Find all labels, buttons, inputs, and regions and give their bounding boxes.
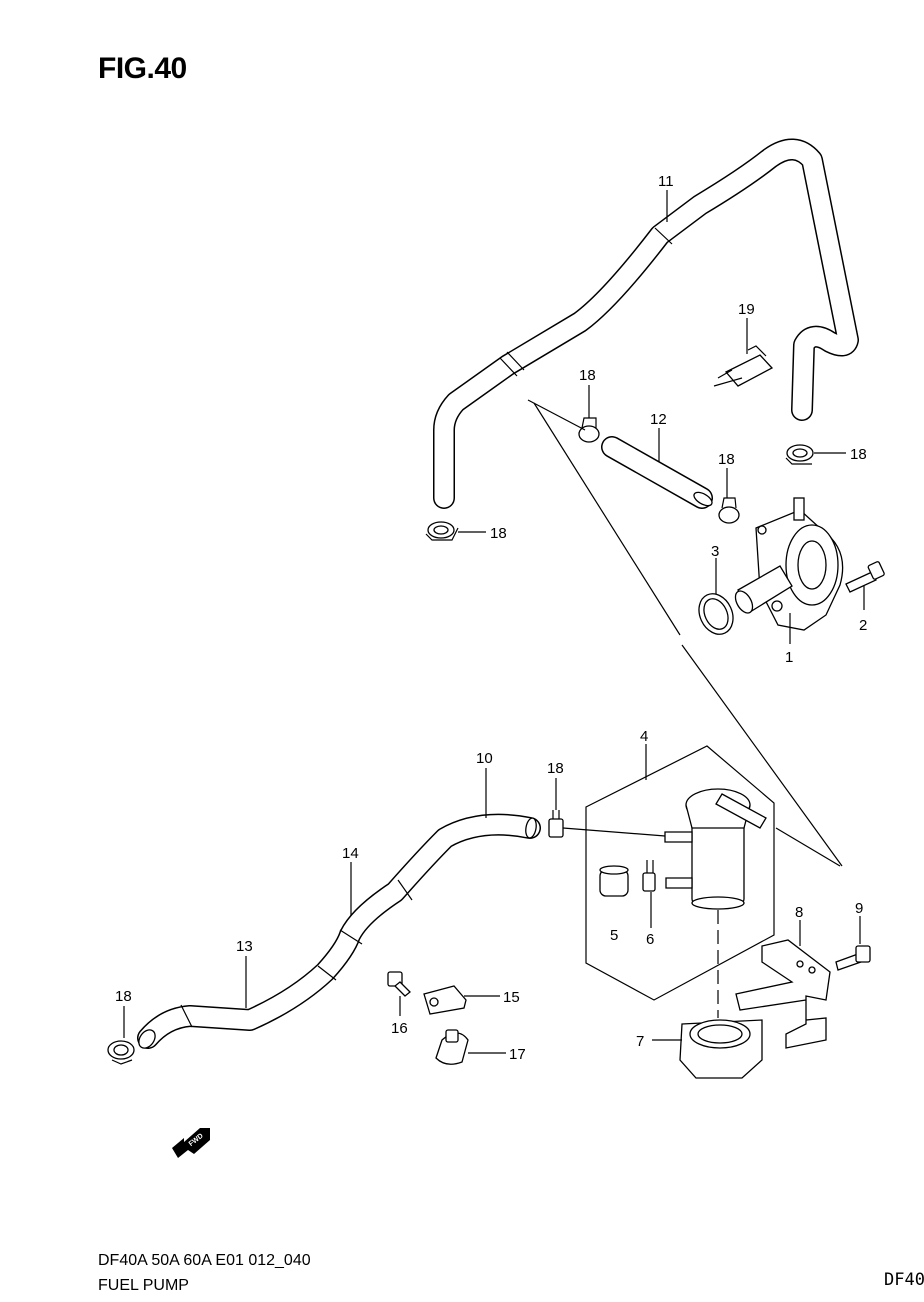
callout-19: 19 <box>738 301 755 318</box>
callout-7: 7 <box>636 1033 644 1050</box>
callout-15: 15 <box>503 989 520 1006</box>
hose-lower[interactable] <box>136 813 541 1051</box>
callout-4: 4 <box>640 728 648 745</box>
callout-18-bottom: 18 <box>115 988 132 1005</box>
reference-lines <box>527 399 843 1018</box>
leader-lines <box>123 190 865 1054</box>
callout-1: 1 <box>785 649 793 666</box>
callout-12: 12 <box>650 411 667 428</box>
callout-18-top: 18 <box>579 367 596 384</box>
callout-18-right: 18 <box>850 446 867 463</box>
callout-8: 8 <box>795 904 803 921</box>
plate-15[interactable] <box>423 985 467 1015</box>
callout-6: 6 <box>646 931 654 948</box>
clamp-18-left-upper[interactable] <box>425 521 459 541</box>
hose-12[interactable] <box>601 436 714 509</box>
callout-2: 2 <box>859 617 867 634</box>
clamp-18-top[interactable] <box>578 417 600 443</box>
clamp-18-bottom-left[interactable] <box>107 1040 135 1065</box>
callout-18-filter: 18 <box>547 760 564 777</box>
callout-10: 10 <box>476 750 493 767</box>
clip-19[interactable] <box>713 345 774 387</box>
bolt-2[interactable] <box>845 561 885 593</box>
callout-labels: 11 19 18 12 18 18 18 3 2 1 4 10 18 14 8 … <box>115 173 867 1063</box>
callout-5: 5 <box>610 927 618 944</box>
o-ring-3[interactable] <box>693 588 740 640</box>
bracket-8[interactable] <box>735 939 831 1049</box>
callout-9: 9 <box>855 900 863 917</box>
hose-11[interactable] <box>433 138 859 509</box>
bolt-9[interactable] <box>835 945 871 971</box>
clip-6[interactable] <box>642 860 656 892</box>
filter-assembly-frame <box>585 745 775 1001</box>
holder-7[interactable] <box>679 1019 763 1079</box>
callout-17: 17 <box>509 1046 526 1063</box>
clamp-18-middle[interactable] <box>718 497 740 524</box>
clamp-18-right[interactable] <box>785 444 814 465</box>
footer-model: DF40A 50A 60A E01 012_040 <box>98 1252 311 1269</box>
clamp-18-filter[interactable] <box>548 810 564 838</box>
bolt-16[interactable] <box>387 971 411 997</box>
clip-17[interactable] <box>435 1029 469 1065</box>
callout-3: 3 <box>711 543 719 560</box>
fuel-filter[interactable] <box>664 788 767 910</box>
callout-18-left: 18 <box>490 525 507 542</box>
callout-11: 11 <box>658 173 674 190</box>
footer-corner-code: DF40 <box>884 1270 924 1290</box>
callout-14: 14 <box>342 845 359 862</box>
figure-title: FIG.40 <box>98 52 187 85</box>
forward-arrow-icon: FWD <box>172 1128 210 1158</box>
fuel-pump[interactable] <box>732 497 844 631</box>
callout-18-mid: 18 <box>718 451 735 468</box>
callout-13: 13 <box>236 938 253 955</box>
cap-5[interactable] <box>599 865 629 897</box>
footer-name: FUEL PUMP <box>98 1277 189 1294</box>
callout-16: 16 <box>391 1020 408 1037</box>
